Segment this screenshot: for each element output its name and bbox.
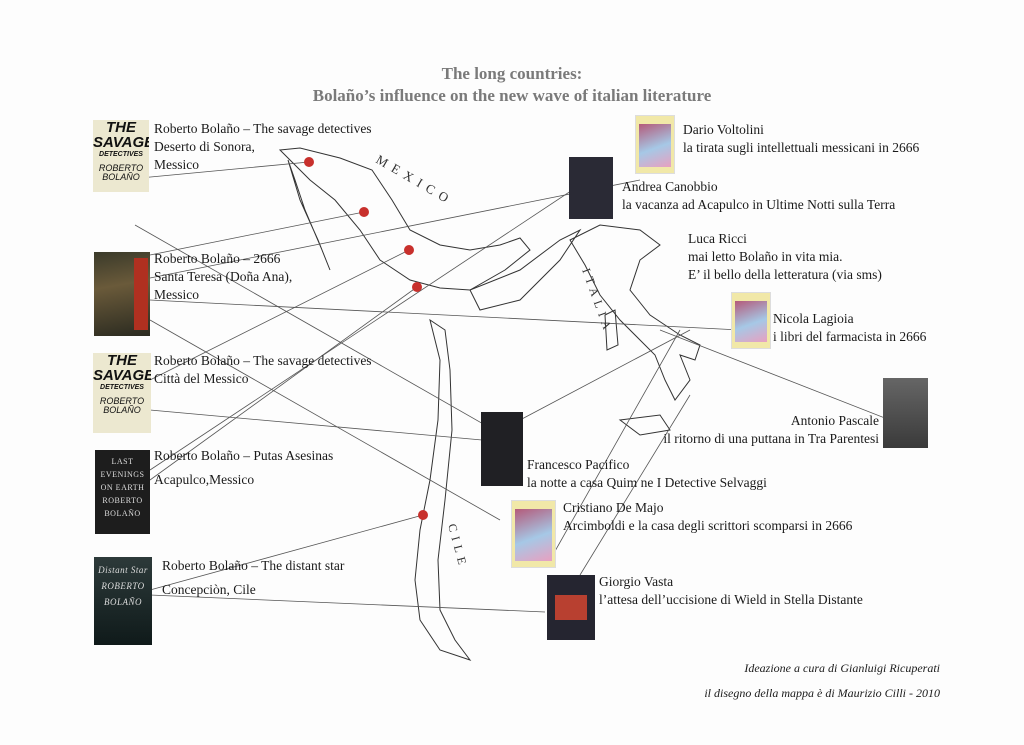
title-line2: Bolaño’s influence on the new wave of it… [312, 86, 712, 105]
mexico-outline [278, 147, 582, 311]
distant-star-cover-text: Distant Star ROBERTO BOLAÑO [98, 565, 148, 607]
2666-cover [94, 252, 150, 336]
connection-lines [134, 161, 891, 613]
italy-outline [569, 224, 701, 436]
cile-label: CILE [445, 522, 471, 571]
location-dots [304, 157, 428, 520]
mexico-label: MEXICO [374, 152, 457, 209]
de-majo-cover [511, 500, 556, 568]
pascale-cover [883, 378, 928, 448]
canobbio-cover [569, 157, 613, 219]
dot-acapulco [412, 282, 422, 292]
dot-concepcion [418, 510, 428, 520]
chile-outline [414, 318, 472, 661]
credit-idea: Ideazione a cura di Gianluigi Ricuperati [744, 661, 940, 675]
last-evenings-cover: LAST EVENINGS ON EARTH ROBERTO BOLAÑO [95, 450, 150, 534]
italia-label: ITALIA [579, 266, 616, 336]
pacifico-cover [481, 412, 523, 486]
credit-map: il disegno della mappa è di Maurizio Cil… [704, 686, 940, 700]
dot-santa-teresa [359, 207, 369, 217]
voltolini-cover [635, 115, 675, 174]
dot-sonora [304, 157, 314, 167]
dot-citta-del-messico [404, 245, 414, 255]
title-line1: The long countries: [441, 64, 583, 83]
last-evenings-cover-text: LAST EVENINGS ON EARTH ROBERTO BOLAÑO [100, 457, 145, 518]
vasta-cover [547, 575, 595, 640]
lagioia-cover [731, 292, 771, 349]
distant-star-cover: Distant Star ROBERTO BOLAÑO [94, 557, 152, 645]
